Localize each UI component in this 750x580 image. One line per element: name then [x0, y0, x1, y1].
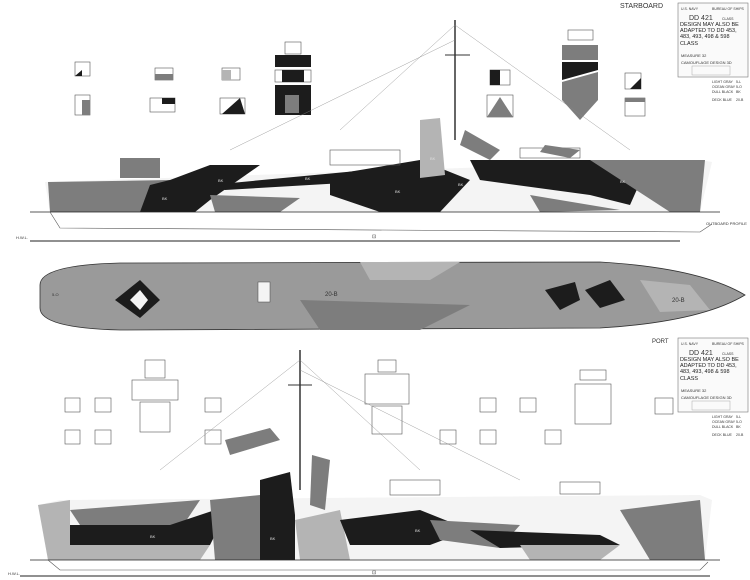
patch-label: BK — [270, 536, 276, 541]
measure-text: MEASURE 32 — [681, 53, 707, 58]
agency-text: U.S. NAVY — [681, 7, 699, 11]
class-suffix: CLASS — [722, 17, 734, 21]
midship-mark: ⊡ — [372, 570, 376, 576]
port-label: PORT — [652, 339, 669, 345]
deck-color-name: DECK BLUE — [712, 98, 733, 102]
color-code: 5-O — [736, 85, 742, 89]
waterline-mark: H.W.L. — [8, 571, 20, 576]
port-detail-views — [64, 359, 674, 445]
adaptation-note: DESIGN MAY ALSO BE ADAPTED TO DD 453, 48… — [680, 357, 739, 382]
color-name: OCEAN GRAY — [712, 85, 736, 89]
port-patch-labels: BK BK BK — [150, 528, 421, 541]
outboard-profile-label: OUTBOARD PROFILE — [706, 221, 747, 226]
port-color-legend: LIGHT GRAY 5-L OCEAN GRAY 5-O DULL BLACK… — [712, 415, 744, 437]
starboard-profile — [30, 118, 720, 242]
patch-label: BK — [218, 178, 224, 183]
port-profile — [20, 428, 720, 577]
starboard-title-block: U.S. NAVY BUREAU OF SHIPS DD 421 CLASS D… — [677, 2, 749, 78]
class-suffix: CLASS — [722, 352, 734, 356]
bureau-text: BUREAU OF SHIPS — [712, 342, 745, 346]
midship-mark: ⊡ — [372, 234, 376, 240]
starboard-mast — [229, 20, 631, 151]
design-text: CAMOUFLAGE DESIGN 3D — [681, 60, 732, 65]
title-block-frame — [677, 337, 749, 413]
patch-label: BK — [305, 176, 311, 181]
port-section: PORT U.S. NAVY BUREAU OF SHIPS DD 421 CL… — [8, 337, 749, 577]
deck-color-code: 20-B — [736, 98, 744, 102]
patch-label: BK — [150, 534, 156, 539]
port-mast — [159, 350, 521, 490]
approval-stamp-box — [691, 65, 731, 76]
color-code: BK — [736, 90, 741, 94]
color-name: LIGHT GRAY — [712, 415, 734, 419]
color-name: DULL BLACK — [712, 90, 734, 94]
patch-label: BK — [415, 528, 421, 533]
adaptation-note-box: DESIGN MAY ALSO BE ADAPTED TO DD 453, 48… — [680, 357, 739, 382]
waterline-mark: H.W.L. — [16, 235, 28, 240]
plan-label: 20-B — [672, 298, 685, 304]
plan-label: 20-B — [325, 292, 338, 298]
port-title-block: U.S. NAVY BUREAU OF SHIPS DD 421 CLASS D… — [677, 337, 749, 413]
color-name: DULL BLACK — [712, 425, 734, 429]
plan-label: 5-O — [52, 292, 59, 297]
agency-text: U.S. NAVY — [681, 342, 699, 346]
starboard-label: STARBOARD — [620, 3, 663, 10]
deck-color-name: DECK BLUE — [712, 433, 733, 437]
patch-label: BK — [458, 182, 464, 187]
starboard-detail-views — [74, 29, 646, 120]
patch-label: BK — [620, 179, 626, 184]
adaptation-note-box: DESIGN MAY ALSO BE ADAPTED TO DD 453, 48… — [680, 22, 739, 47]
patch-label: BK — [162, 196, 168, 201]
approval-stamp-box — [691, 400, 731, 411]
title-block-frame — [677, 2, 749, 78]
starboard-section: STARBOARD U.S. NAVY BUREAU OF SHIPS DD 4… — [16, 2, 749, 242]
deck-plan-view: 5-O 20-B 20-B — [39, 261, 746, 331]
deck-color-code: 20-B — [736, 433, 744, 437]
design-text: CAMOUFLAGE DESIGN 3D — [681, 395, 732, 400]
color-code: 5-L — [736, 415, 741, 419]
color-name: LIGHT GRAY — [712, 80, 734, 84]
color-name: OCEAN GRAY — [712, 420, 736, 424]
adaptation-note: DESIGN MAY ALSO BE ADAPTED TO DD 453, 48… — [680, 22, 739, 47]
starboard-color-legend: LIGHT GRAY 5-L OCEAN GRAY 5-O DULL BLACK… — [712, 80, 744, 102]
ship-class-text: DD 421 — [689, 350, 713, 357]
patch-label: BK — [395, 189, 401, 194]
deck-outline — [39, 261, 746, 331]
color-code: BK — [736, 425, 741, 429]
measure-text: MEASURE 32 — [681, 388, 707, 393]
color-code: 5-L — [736, 80, 741, 84]
color-code: 5-O — [736, 420, 742, 424]
patch-label: BK — [430, 156, 436, 161]
bureau-text: BUREAU OF SHIPS — [712, 7, 745, 11]
ship-class-text: DD 421 — [689, 15, 713, 22]
starboard-patch-labels: BK BK BK BK BK BK BK — [162, 156, 626, 201]
